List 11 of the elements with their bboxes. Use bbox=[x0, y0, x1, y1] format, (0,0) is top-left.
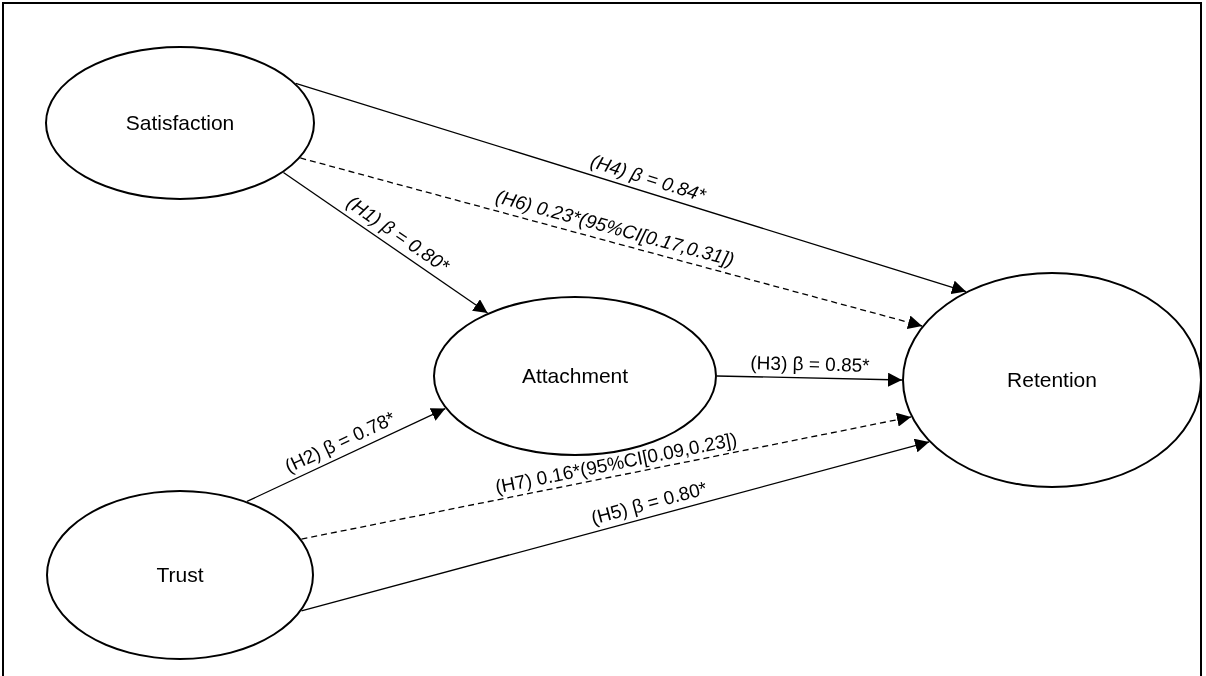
arrow bbox=[295, 82, 967, 295]
arrow bbox=[300, 438, 930, 612]
arrow bbox=[282, 171, 489, 314]
arrow bbox=[246, 407, 446, 503]
edge-label: (H3) β = 0.85* bbox=[748, 353, 872, 375]
arrow bbox=[299, 157, 923, 330]
node-label: Attachment bbox=[521, 364, 629, 388]
arrow bbox=[716, 372, 903, 387]
node-label: Satisfaction bbox=[125, 111, 235, 135]
node-label: Trust bbox=[156, 563, 204, 587]
node-label: Retention bbox=[1007, 368, 1097, 392]
